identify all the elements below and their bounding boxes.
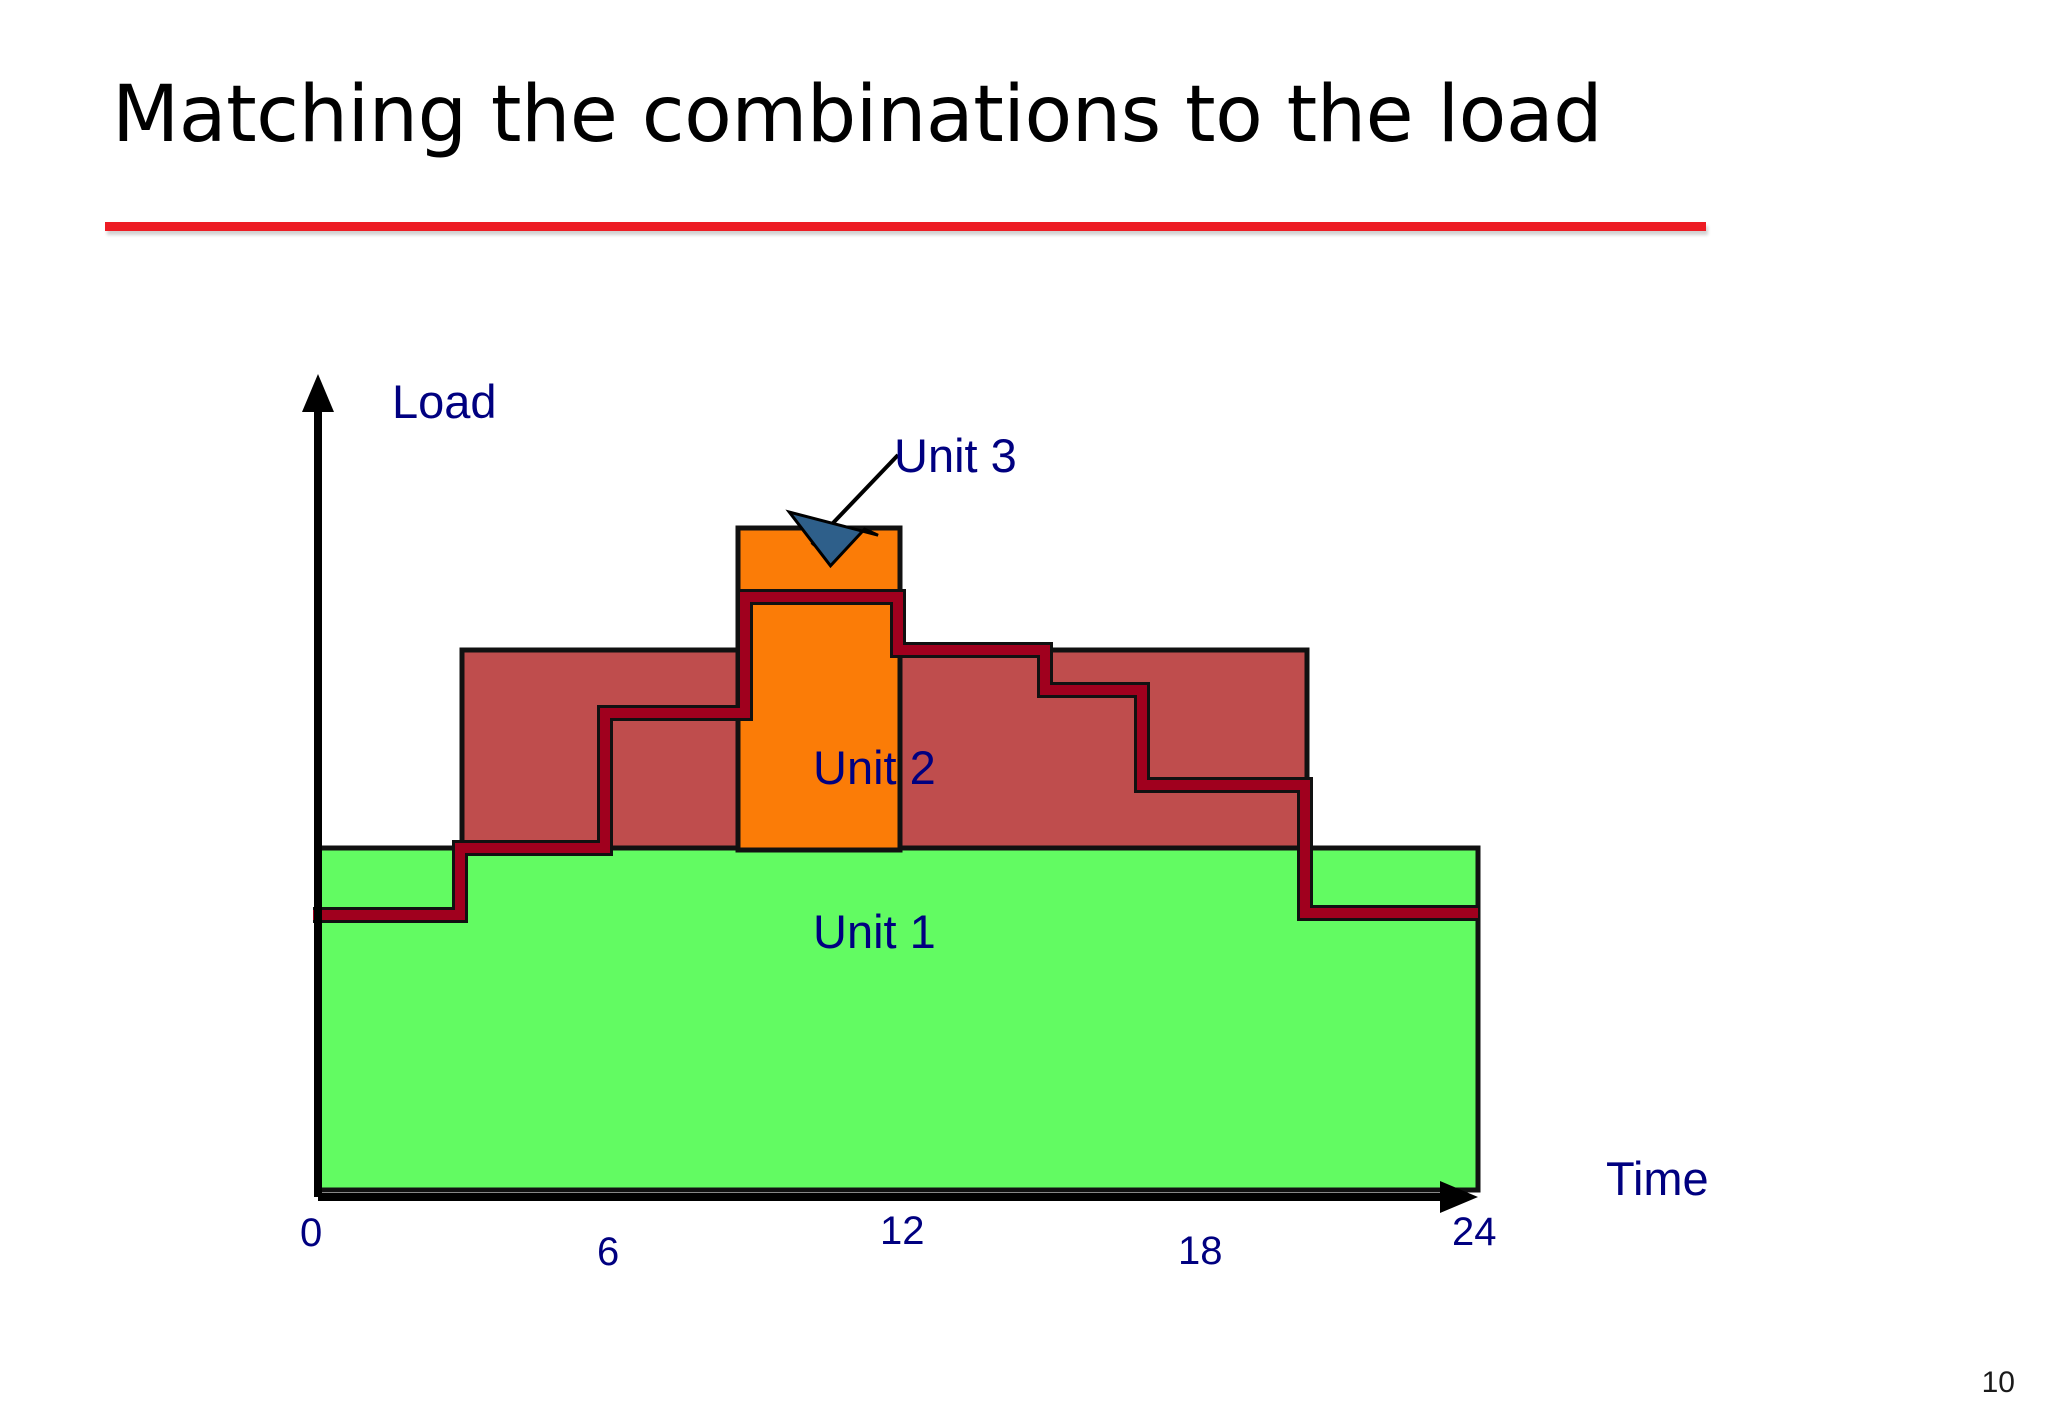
unit1-area-label: Unit 1 bbox=[813, 905, 936, 958]
y-axis-arrowhead bbox=[302, 374, 334, 412]
page-title: Matching the combinations to the load bbox=[112, 70, 1603, 160]
title-underline-rule bbox=[105, 222, 1706, 231]
x-axis-arrowhead bbox=[1440, 1181, 1478, 1213]
unit1-capacity-block bbox=[315, 845, 1481, 1193]
x-tick-label-18: 18 bbox=[1178, 1229, 1223, 1273]
load-step-curve bbox=[313, 592, 1478, 920]
x-tick-label-6: 6 bbox=[597, 1230, 620, 1274]
x-tick-label-0: 0 bbox=[300, 1211, 323, 1255]
unit2-area-label: Unit 2 bbox=[813, 741, 936, 794]
x-axis-label-time: Time bbox=[1606, 1152, 1709, 1205]
x-tick-label-12: 12 bbox=[880, 1209, 925, 1253]
slide-number: 10 bbox=[1981, 1366, 2015, 1399]
x-tick-label-24: 24 bbox=[1452, 1210, 1497, 1254]
unit3-callout-label: Unit 3 bbox=[894, 429, 1017, 482]
unit3-callout-arrowhead bbox=[785, 509, 879, 569]
y-axis-label-load: Load bbox=[392, 375, 497, 428]
unit3-capacity-block bbox=[735, 525, 903, 853]
